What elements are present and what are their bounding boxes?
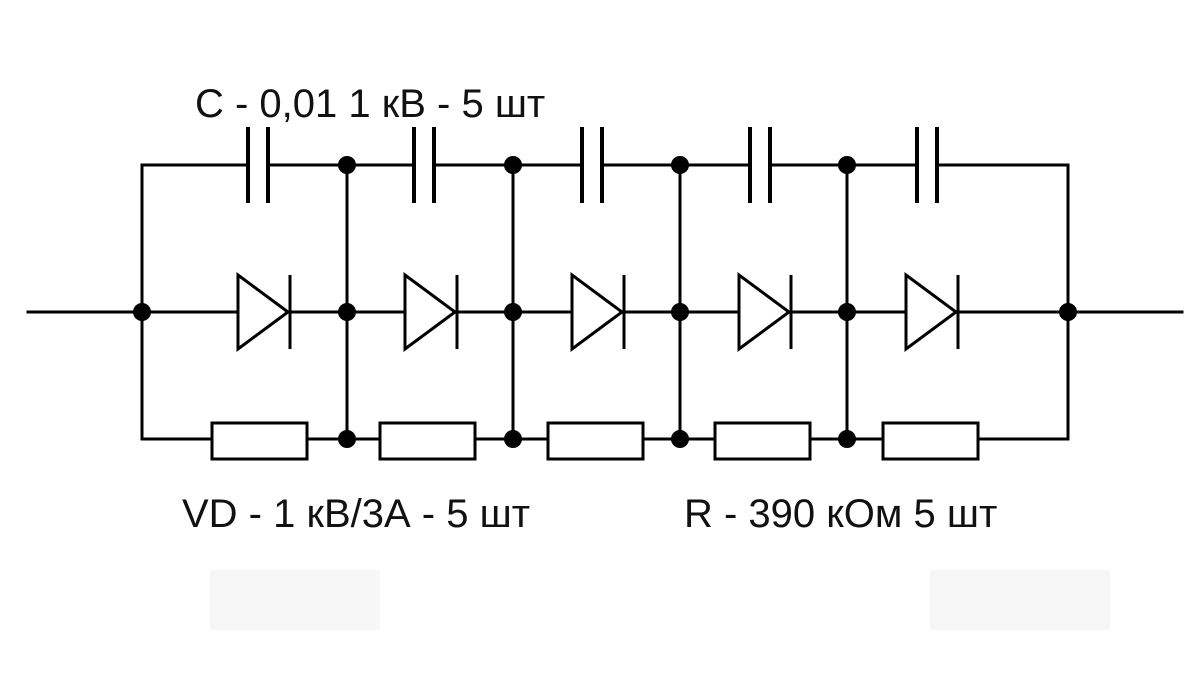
resistor-1 [210, 421, 309, 461]
diode-2 [403, 272, 459, 352]
capacitor-2 [412, 127, 436, 203]
capacitor-label: С - 0,01 1 кВ - 5 шт [195, 82, 545, 126]
diode-1 [236, 272, 292, 352]
capacitor-1 [246, 127, 270, 203]
junction-nodes [133, 156, 1077, 448]
resistor-3 [546, 421, 645, 461]
diode-4 [737, 272, 793, 352]
resistor-4 [713, 421, 812, 461]
capacitor-5 [915, 127, 939, 203]
diode-5 [904, 272, 960, 352]
capacitor-4 [748, 127, 772, 203]
resistor-5 [881, 421, 980, 461]
faint-block-right [930, 570, 1110, 630]
diode-label: VD - 1 кВ/3А - 5 шт [182, 492, 530, 536]
diode-3 [570, 272, 626, 352]
faint-block-left [210, 570, 380, 630]
capacitor-3 [580, 127, 604, 203]
resistor-2 [378, 421, 477, 461]
resistor-label: R - 390 кОм 5 шт [684, 492, 997, 536]
